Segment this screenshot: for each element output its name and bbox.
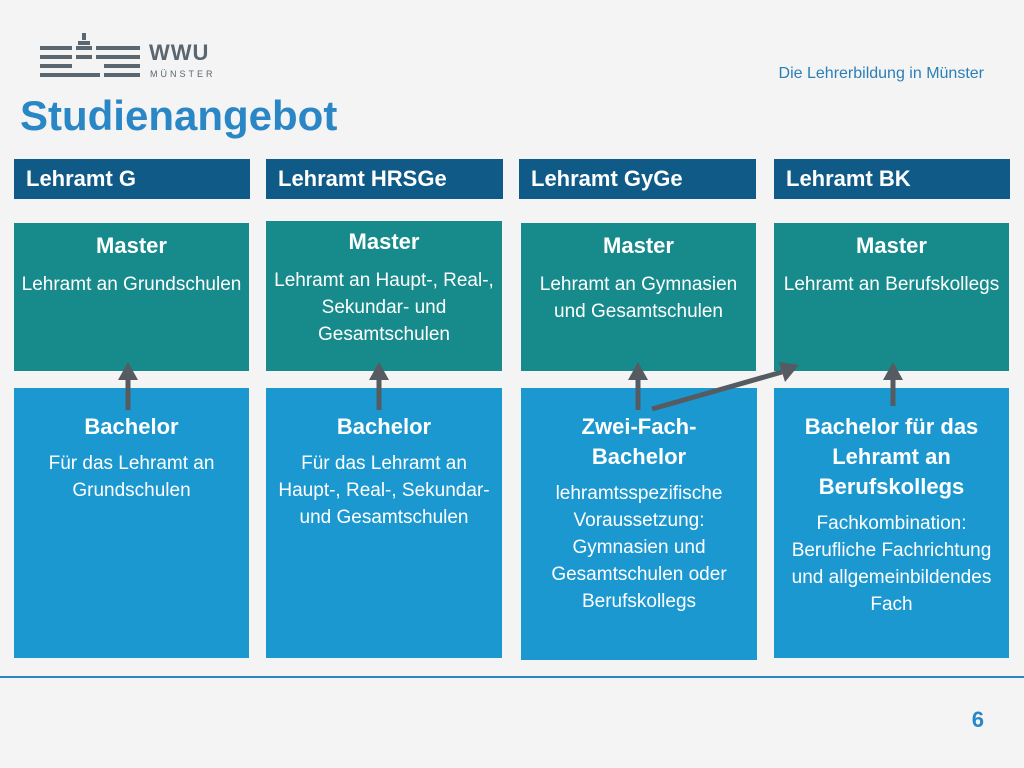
master-description: Lehramt an Gymnasien und Gesamtschulen (539, 274, 738, 322)
bachelor-description: lehramtsspezifische Voraussetzung: Gymna… (551, 483, 727, 612)
wwu-logo-icon (40, 33, 140, 77)
master-box-hrsge: Master Lehramt an Haupt-, Real-, Sekunda… (266, 221, 502, 371)
bachelor-box-gyge: Zwei-Fach-Bachelor lehramtsspezifische V… (521, 388, 757, 660)
master-title: Master (856, 233, 927, 258)
master-box-gyge: Master Lehramt an Gymnasien und Gesamtsc… (521, 223, 756, 371)
master-title: Master (96, 233, 167, 258)
bachelor-box-hrsge: Bachelor Für das Lehramt an Haupt-, Real… (266, 388, 502, 658)
bachelor-description: Für das Lehramt an Haupt-, Real-, Sekund… (278, 453, 490, 528)
bachelor-title: Bachelor für das Lehramt an Berufskolleg… (804, 414, 979, 499)
master-description: Lehramt an Haupt-, Real-, Sekundar- und … (274, 270, 494, 345)
master-box-bk: Master Lehramt an Berufskollegs (774, 223, 1009, 371)
bachelor-description: Fachkombination: Berufliche Fachrichtung… (791, 513, 992, 615)
column-header-lehramt-hrsge: Lehramt HRSGe (266, 159, 503, 199)
footer-divider (0, 676, 1024, 678)
master-title: Master (603, 233, 674, 258)
column-header-lehramt-bk: Lehramt BK (774, 159, 1010, 199)
master-title: Master (348, 229, 420, 254)
header-subtitle: Die Lehrerbildung in Münster (778, 65, 984, 82)
master-box-g: Master Lehramt an Grundschulen (14, 223, 249, 371)
logo-name: WWU (149, 40, 210, 65)
bachelor-title: Bachelor (336, 414, 432, 439)
column-header-lehramt-gyge: Lehramt GyGe (519, 159, 756, 199)
bachelor-title: Bachelor (84, 414, 179, 439)
page-title: Studienangebot (20, 92, 338, 139)
master-description: Lehramt an Berufskollegs (783, 274, 1000, 295)
bachelor-description: Für das Lehramt an Grundschulen (48, 453, 215, 501)
logo-subtitle: MÜNSTER (150, 69, 216, 79)
bachelor-title: Zwei-Fach-Bachelor (581, 414, 697, 469)
column-header-lehramt-g: Lehramt G (14, 159, 250, 199)
master-description: Lehramt an Grundschulen (21, 274, 242, 295)
page-number: 6 (971, 707, 984, 732)
bachelor-box-g: Bachelor Für das Lehramt an Grundschulen (14, 388, 249, 658)
bachelor-box-bk: Bachelor für das Lehramt an Berufskolleg… (774, 388, 1009, 658)
